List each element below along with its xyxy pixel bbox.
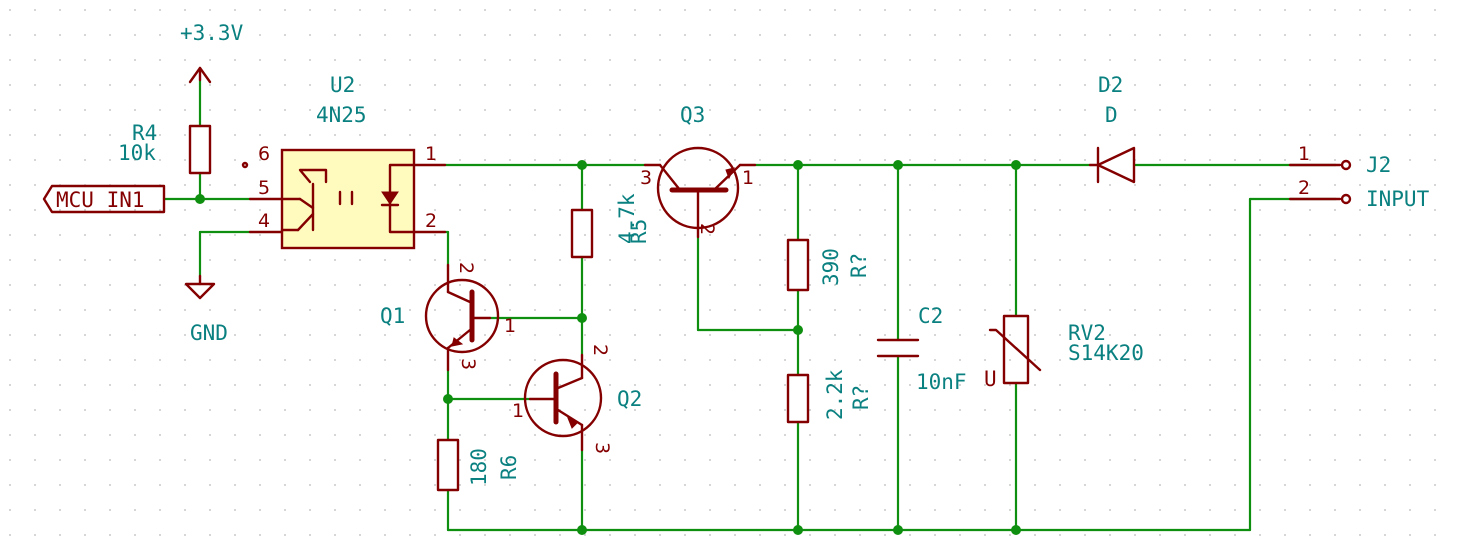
- ground-symbol[interactable]: GND: [184, 274, 228, 345]
- r2k2-value: 2.2k: [823, 369, 847, 420]
- resistor-2k2[interactable]: 2.2k R?: [786, 369, 873, 424]
- r4-value: 10k: [118, 141, 156, 165]
- q1-pin-2: 2: [455, 262, 477, 274]
- rv2-value: S14K20: [1068, 341, 1144, 365]
- ground-net-label: GND: [190, 321, 228, 345]
- optocoupler-u2[interactable]: U2 4N25 6 5 4 1 2: [241, 73, 447, 250]
- q3-reference: Q3: [680, 103, 705, 127]
- rv2-reference: RV2: [1068, 321, 1106, 345]
- q3-pin-1: 1: [742, 167, 754, 189]
- r390-reference: R?: [847, 253, 871, 278]
- q2-pin-2: 2: [589, 344, 611, 356]
- u2-reference: U2: [330, 73, 355, 97]
- junction-dot: [793, 525, 803, 535]
- junction-dot: [577, 313, 587, 323]
- j2-pin-1: 1: [1298, 143, 1310, 165]
- resistor-r5[interactable]: 4.7k R5: [570, 193, 651, 259]
- u2-pin-4: 4: [258, 210, 270, 232]
- c2-reference: C2: [918, 304, 943, 328]
- junction-dot: [195, 194, 205, 204]
- transistor-q2[interactable]: Q2 2 1 3: [512, 344, 642, 454]
- phototransistor-icon: [280, 168, 328, 232]
- r6-reference: R6: [497, 455, 521, 480]
- junction-dot: [577, 525, 587, 535]
- u2-pin-1: 1: [425, 143, 437, 165]
- global-label-mcu-in1[interactable]: MCU_IN1: [42, 184, 166, 214]
- rv2-marker: U: [984, 367, 997, 391]
- d2-reference: D2: [1098, 73, 1123, 97]
- wires: [162, 78, 1338, 532]
- led-icon: [380, 163, 416, 234]
- resistor-390[interactable]: 390 R?: [786, 238, 871, 292]
- transistor-q3[interactable]: Q3 3 1 2: [640, 103, 757, 239]
- power-symbol-3v3[interactable]: +3.3V: [180, 21, 244, 84]
- q1-pin-3: 3: [457, 358, 479, 370]
- u2-value: 4N25: [316, 103, 367, 127]
- r6-value: 180: [467, 448, 491, 486]
- r4-reference: R4: [132, 121, 157, 145]
- varistor-rv2[interactable]: RV2 S14K20 U: [984, 314, 1144, 391]
- junction-dot: [793, 160, 803, 170]
- resistor-r6[interactable]: 180 R6: [436, 438, 521, 492]
- q1-pin-1: 1: [504, 315, 516, 337]
- q3-pin-3: 3: [640, 167, 652, 189]
- junctions: [195, 160, 1021, 535]
- global-label-text: MCU_IN1: [56, 188, 145, 212]
- junction-dot: [893, 160, 903, 170]
- junction-dot: [1011, 525, 1021, 535]
- junction-dot: [443, 394, 453, 404]
- r390-value: 390: [819, 248, 843, 286]
- r2k2-reference: R?: [849, 385, 873, 410]
- q3-pin-2: 2: [696, 223, 718, 235]
- j2-pin-2: 2: [1298, 177, 1310, 199]
- q2-reference: Q2: [617, 387, 642, 411]
- power-net-label: +3.3V: [180, 21, 244, 45]
- junction-dot: [793, 325, 803, 335]
- u2-pin-6: 6: [258, 143, 270, 165]
- j2-reference: J2: [1366, 153, 1391, 177]
- capacitor-c2[interactable]: C2 10nF: [876, 304, 967, 394]
- connector-j2[interactable]: 1 2 J2 INPUT: [1288, 143, 1430, 211]
- u2-pin-2: 2: [425, 210, 437, 232]
- r5-value: 4.7k: [615, 193, 639, 244]
- transistor-q1[interactable]: Q1 2 1 3: [380, 262, 516, 372]
- u2-pin-5: 5: [258, 177, 270, 199]
- background-grid: [9, 9, 1436, 536]
- junction-dot: [1011, 160, 1021, 170]
- c2-value: 10nF: [916, 370, 967, 394]
- junction-dot: [577, 160, 587, 170]
- resistor-r4[interactable]: R4 10k: [118, 121, 212, 175]
- light-coupling-icon: [338, 190, 354, 206]
- q2-pin-1: 1: [512, 400, 524, 422]
- junction-dot: [893, 525, 903, 535]
- d2-value: D: [1105, 103, 1118, 127]
- j2-net-label: INPUT: [1366, 187, 1430, 211]
- diode-d2[interactable]: D2 D: [1088, 73, 1136, 184]
- q2-pin-3: 3: [591, 442, 613, 454]
- r5-reference: R5: [627, 219, 651, 244]
- q1-reference: Q1: [380, 304, 405, 328]
